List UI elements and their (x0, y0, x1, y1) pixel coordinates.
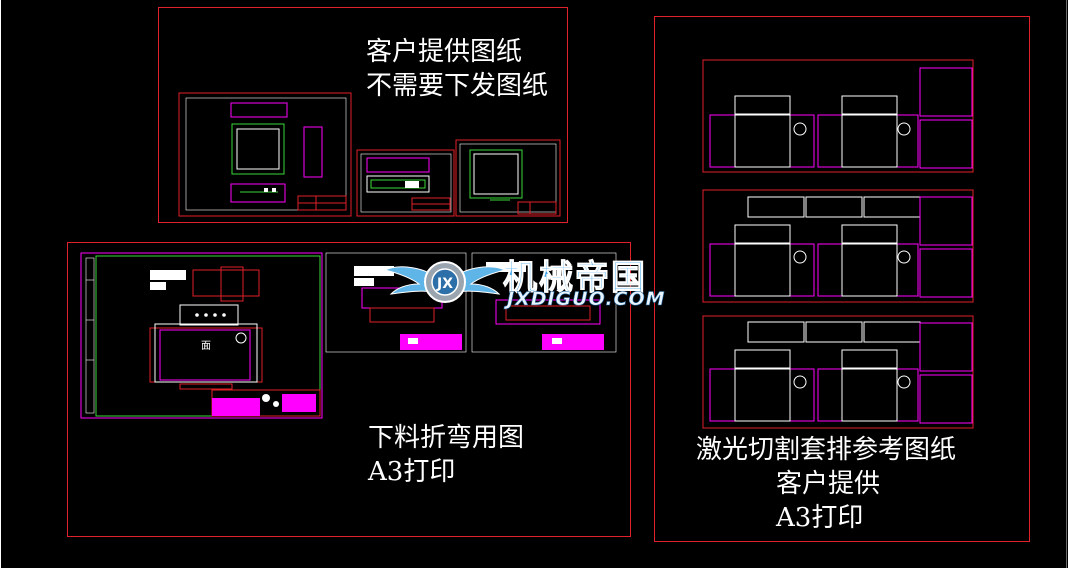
customer-drawings-line-2: 不需要下发图纸 (366, 71, 549, 101)
face-label: 面 (201, 341, 211, 352)
winged-gear-icon: JX (385, 261, 505, 303)
frame-customer-drawings (158, 7, 568, 223)
bending-sheet-main (80, 252, 323, 419)
bending-drawings-line-1: 下料折弯用图 (368, 423, 525, 453)
customer-drawings-note: 客户提供图纸 不需要下发图纸 (366, 35, 548, 103)
nesting-sheet-1 (702, 59, 974, 173)
laser-nesting-line-3: A3打印 (776, 503, 864, 533)
laser-nesting-line-2: 客户提供 (776, 469, 881, 499)
bending-drawings-line-2: A3打印 (368, 457, 456, 487)
nesting-sheet-3 (702, 315, 974, 429)
customer-sheet-2 (356, 149, 455, 217)
frame-bending-drawings (67, 242, 631, 537)
nesting-sheet-2 (702, 189, 974, 303)
customer-sheet-1 (178, 92, 352, 217)
bending-sheet-3 (471, 252, 617, 353)
laser-nesting-note: 激光切割套排参考图纸 客户提供 A3打印 (696, 433, 956, 535)
frame-laser-nesting (654, 16, 1030, 542)
laser-nesting-line-1: 激光切割套排参考图纸 (696, 435, 957, 465)
viewport-left-edge (0, 0, 1, 568)
bending-drawings-note: 下料折弯用图 A3打印 (368, 421, 524, 489)
customer-sheet-3 (455, 139, 561, 217)
customer-drawings-line-1: 客户提供图纸 (366, 37, 523, 67)
emblem-letters: JX (436, 276, 453, 292)
viewport-right-edge (1066, 0, 1067, 568)
watermark-logo: JX 机械帝国 JXDIGUO.COM (385, 248, 685, 318)
watermark-domain: JXDIGUO.COM (507, 288, 666, 311)
watermark-name: 机械帝国 (503, 258, 647, 299)
